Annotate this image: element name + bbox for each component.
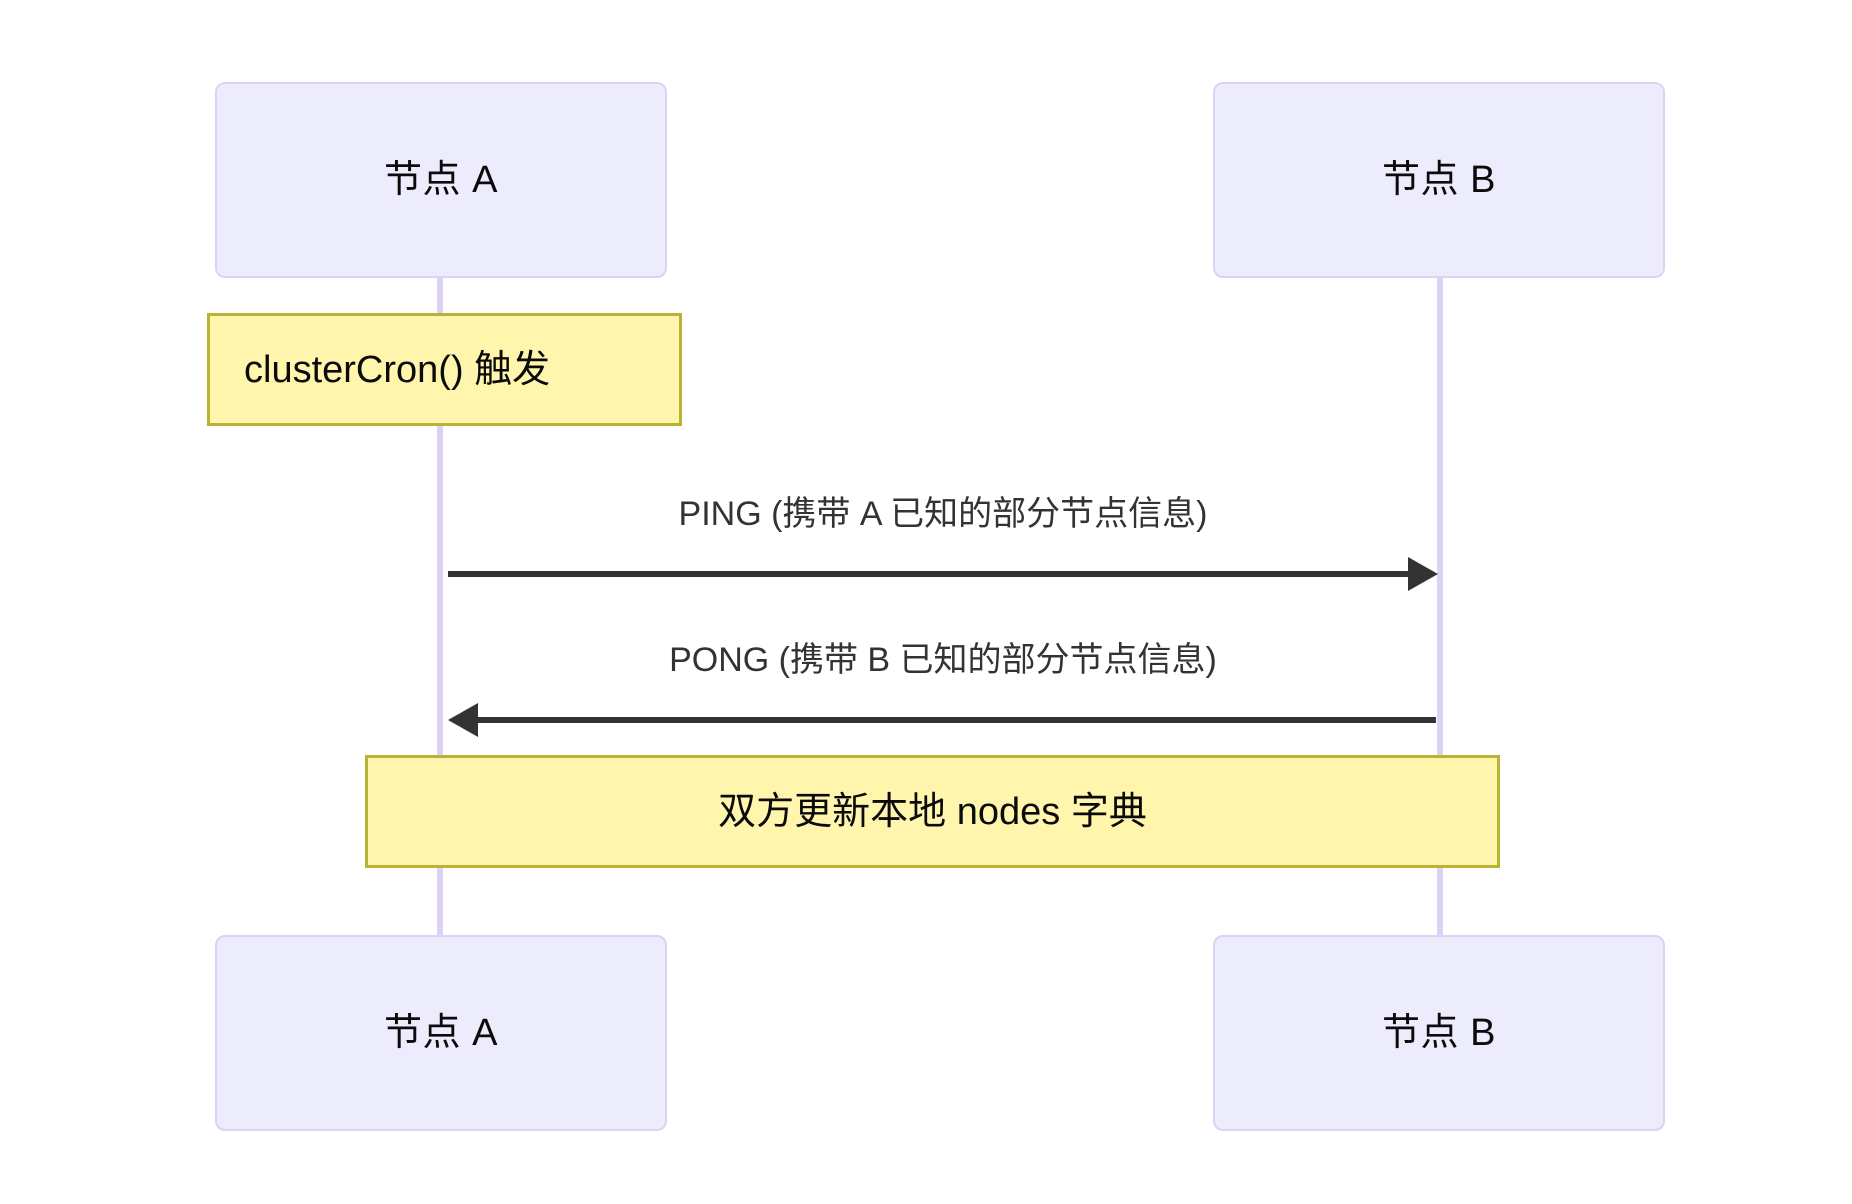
message-label-pong: PONG (携带 B 已知的部分节点信息) [669, 641, 1217, 679]
message-line-pong [478, 717, 1436, 723]
participant-box-node-b-bottom[interactable]: 节点 B [1213, 935, 1665, 1131]
participant-label-node-a-top: 节点 A [384, 159, 498, 201]
message-label-ping: PING (携带 A 已知的部分节点信息) [678, 495, 1208, 533]
participant-label-node-a-bottom: 节点 A [384, 1012, 498, 1054]
arrowhead-pong-left-icon [448, 703, 478, 737]
participant-label-node-b-bottom: 节点 B [1382, 1012, 1496, 1054]
participant-box-node-a-bottom[interactable]: 节点 A [215, 935, 667, 1131]
note-update-nodes-dict[interactable]: 双方更新本地 nodes 字典 [365, 755, 1500, 868]
participant-label-node-b-top: 节点 B [1382, 159, 1496, 201]
lifeline-node-b [1437, 275, 1443, 940]
note-label-cluster-cron: clusterCron() 触发 [244, 348, 551, 391]
note-cluster-cron[interactable]: clusterCron() 触发 [207, 313, 682, 426]
note-label-update-nodes-dict: 双方更新本地 nodes 字典 [718, 790, 1147, 833]
lifeline-node-a [437, 275, 443, 940]
participant-box-node-a-top[interactable]: 节点 A [215, 82, 667, 278]
arrowhead-ping-right-icon [1408, 557, 1438, 591]
message-line-ping [448, 571, 1426, 577]
participant-box-node-b-top[interactable]: 节点 B [1213, 82, 1665, 278]
